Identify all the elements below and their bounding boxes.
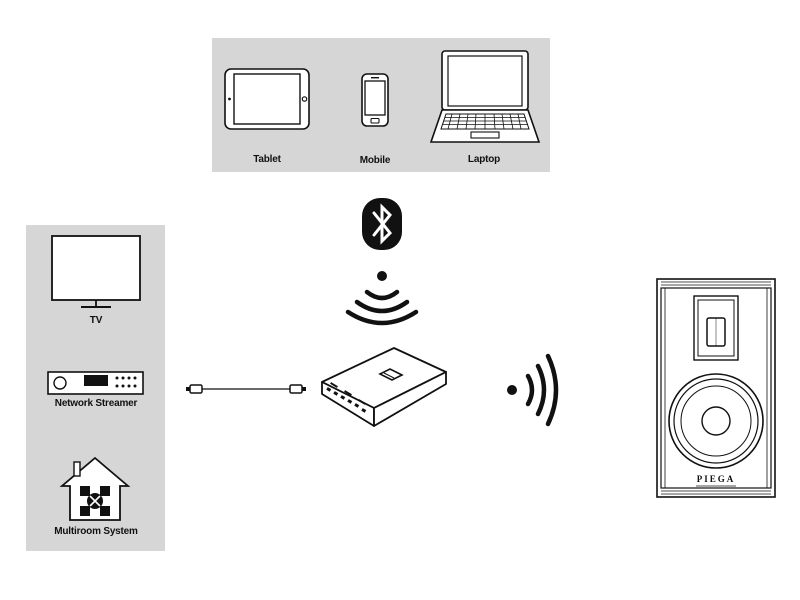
bluetooth-icon [362,198,402,250]
speaker-brand-logo: PIEGA [697,474,736,484]
mobile-phone-icon [361,73,389,127]
bluetooth-signal-icon [345,271,419,326]
tv-icon [51,235,141,308]
multiroom-label: Multiroom System [54,526,138,537]
wireless-hub-icon [321,347,447,427]
tv-label: TV [89,315,103,326]
tablet-icon [224,68,310,130]
laptop-icon [429,50,541,143]
multiroom-house-icon [59,456,131,521]
network-streamer-label: Network Streamer [54,398,138,409]
wireless-signal-icon [507,353,559,427]
speaker-icon: PIEGA [656,278,776,498]
tablet-label: Tablet [253,154,281,165]
mobile-label: Mobile [359,155,391,166]
network-streamer-icon [47,371,144,395]
audio-cable-icon [186,384,306,394]
laptop-label: Laptop [467,154,501,165]
